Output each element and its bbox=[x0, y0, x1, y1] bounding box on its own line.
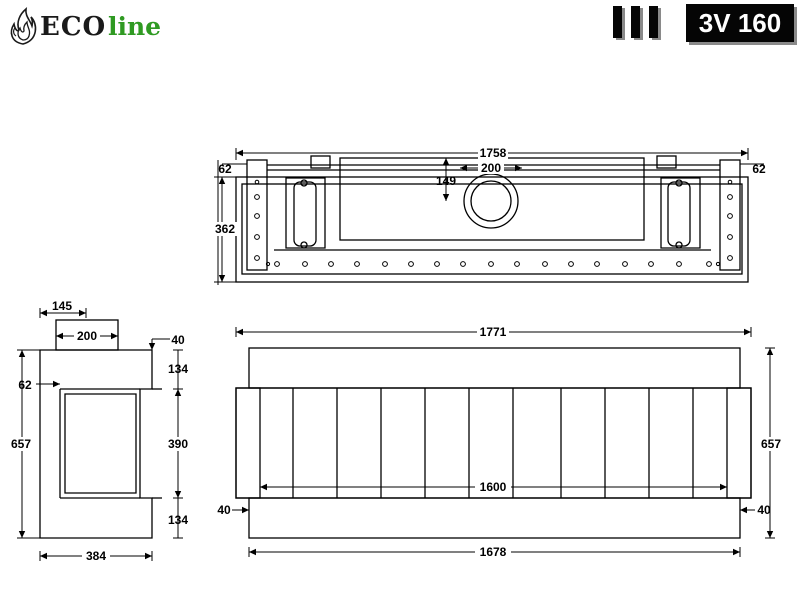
dim-side-top-offset: 40 bbox=[171, 333, 185, 347]
brand-logo-line: line bbox=[108, 12, 162, 41]
dim-front-glass-width: 1600 bbox=[480, 480, 507, 494]
dim-side-lower: 134 bbox=[168, 513, 188, 527]
dim-top-outlet-offset: 149 bbox=[436, 174, 456, 188]
model-badge: 3V 160 bbox=[686, 4, 794, 42]
dim-top-left-side: 62 bbox=[218, 162, 232, 176]
dim-top-outlet-diameter: 200 bbox=[481, 161, 501, 175]
dim-front-bottom-width: 1678 bbox=[480, 545, 507, 559]
dim-side-outlet-offset: 145 bbox=[52, 299, 72, 313]
dim-side-outlet-diameter: 200 bbox=[77, 329, 97, 343]
front-view bbox=[235, 347, 752, 539]
dim-side-upper: 134 bbox=[168, 362, 188, 376]
dim-front-height: 657 bbox=[761, 437, 781, 451]
dim-top-depth: 362 bbox=[215, 222, 235, 236]
dim-top-width: 1758 bbox=[480, 146, 507, 160]
dim-front-top-width: 1771 bbox=[480, 325, 507, 339]
flame-icon bbox=[10, 7, 37, 45]
dim-side-height: 657 bbox=[11, 437, 31, 451]
model-bars-icon bbox=[613, 6, 661, 40]
brand-logo-eco: ECO bbox=[40, 12, 107, 42]
dim-side-opening: 390 bbox=[168, 437, 188, 451]
dim-side-depth: 384 bbox=[86, 549, 106, 563]
side-view bbox=[39, 319, 162, 539]
dim-front-right-margin: 40 bbox=[757, 503, 771, 517]
dim-front-left-margin: 40 bbox=[217, 503, 231, 517]
dim-top-right-side: 62 bbox=[752, 162, 766, 176]
dim-side-left-offset: 62 bbox=[18, 378, 32, 392]
